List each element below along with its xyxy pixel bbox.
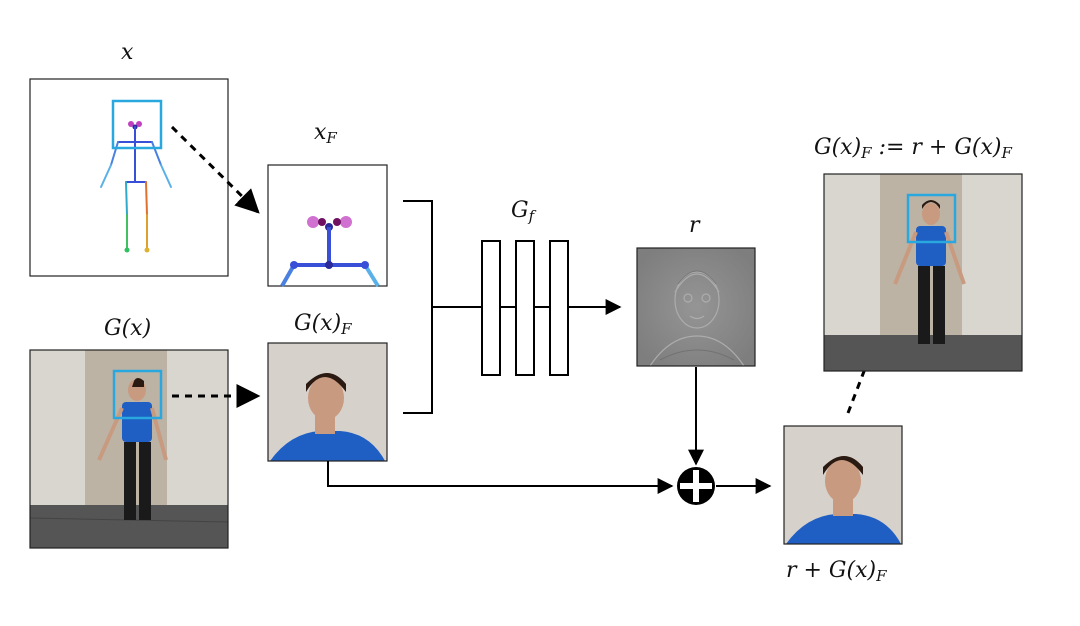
network-layer-1 — [481, 240, 501, 376]
residual-image-r — [636, 247, 756, 367]
face-region-box — [906, 193, 957, 244]
network-layer-2 — [515, 240, 535, 376]
face-skeleton — [280, 216, 380, 288]
person-figure-gx — [97, 378, 168, 520]
face-region-box — [111, 99, 163, 150]
label-r: r — [689, 213, 700, 238]
label-final-output: G(x)F := r + G(x)F — [814, 135, 1012, 162]
plus-circle-icon — [677, 467, 715, 505]
concat-bracket — [403, 200, 433, 414]
label-x-f: xF — [314, 120, 337, 147]
face-to-sum-arrow — [327, 461, 674, 494]
generated-image-gx — [29, 349, 229, 549]
final-output-image — [823, 173, 1023, 372]
label-refined-sum: r + G(x)F — [786, 558, 887, 585]
person-figure-final — [893, 200, 966, 344]
generated-face-crop — [267, 342, 388, 462]
label-g-x: G(x) — [104, 316, 152, 341]
label-g-f: Gf — [511, 198, 535, 225]
label-g-x-f: G(x)F — [294, 311, 352, 338]
pose-face-crop — [267, 164, 388, 288]
crop-arrow-pose — [170, 125, 260, 214]
face-network-gf — [481, 240, 569, 376]
pose-image-x — [29, 78, 229, 277]
network-layer-3 — [549, 240, 569, 376]
face-region-box — [112, 369, 163, 420]
label-x: x — [121, 40, 134, 65]
refined-face-image — [783, 425, 903, 545]
